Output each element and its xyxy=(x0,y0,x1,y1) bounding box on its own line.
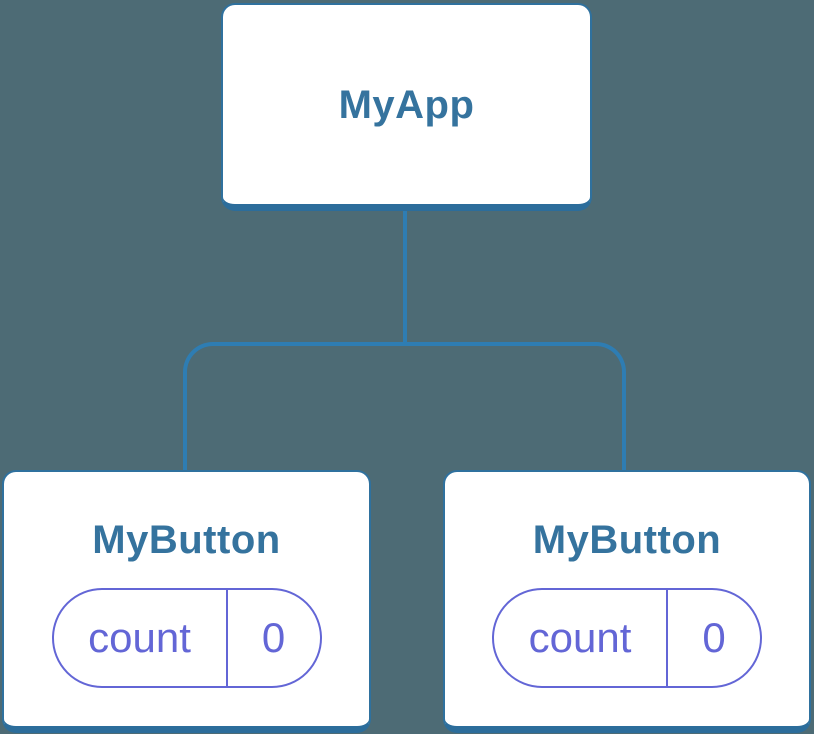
state-pill-right: count 0 xyxy=(492,588,762,688)
connector-branch-bracket xyxy=(183,342,626,470)
node-myapp-label: MyApp xyxy=(338,82,475,127)
state-pill-left: count 0 xyxy=(51,588,322,688)
state-value: 0 xyxy=(261,614,286,661)
node-mybutton-right: MyButton count 0 xyxy=(443,470,811,733)
state-key-label: count xyxy=(494,590,668,686)
node-mybutton-right-label: MyButton xyxy=(532,518,722,562)
node-mybutton-left-label: MyButton xyxy=(92,518,281,562)
state-key-label: count xyxy=(54,590,228,686)
connector-trunk-line xyxy=(403,211,407,344)
node-myapp: MyApp xyxy=(221,3,592,211)
node-mybutton-left: MyButton count 0 xyxy=(2,470,371,733)
state-value: 0 xyxy=(702,614,726,661)
